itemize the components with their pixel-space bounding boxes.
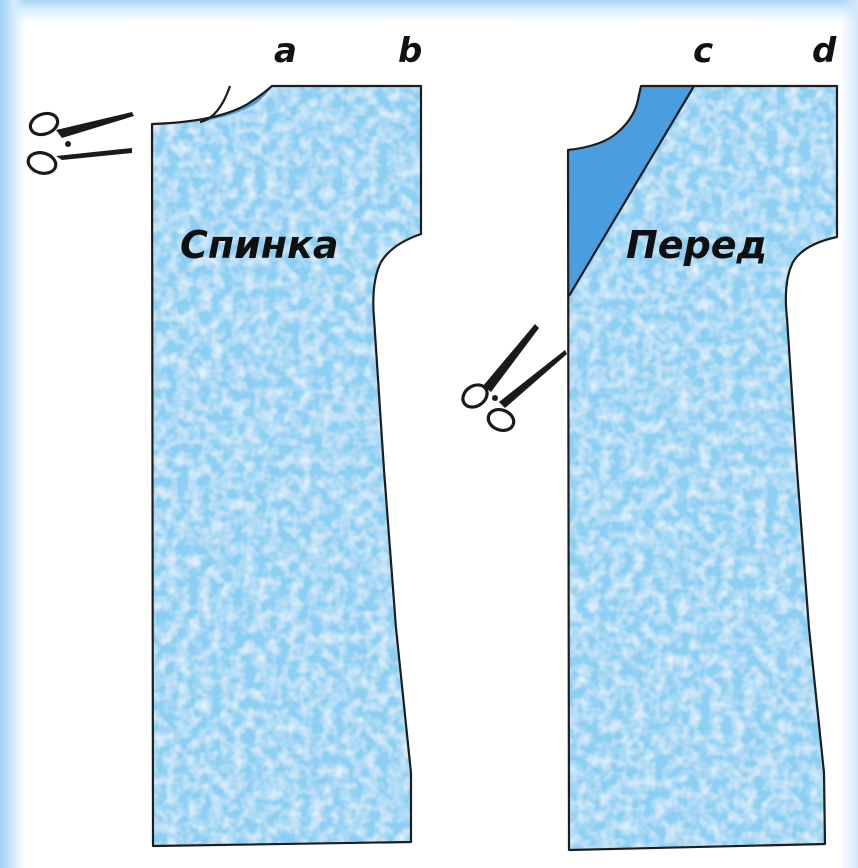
point-label-d: d <box>812 31 837 71</box>
scissors-icon <box>26 111 134 175</box>
back-piece-title: Спинка <box>180 223 338 267</box>
point-label-c: c <box>693 31 713 71</box>
frame-glow-right <box>840 0 858 868</box>
front-piece <box>566 84 839 852</box>
front-piece-title: Перед <box>626 223 767 267</box>
point-label-b: b <box>398 31 422 71</box>
scissors-icon <box>461 324 567 432</box>
point-label-a: a <box>274 31 297 71</box>
back-piece <box>150 84 423 848</box>
